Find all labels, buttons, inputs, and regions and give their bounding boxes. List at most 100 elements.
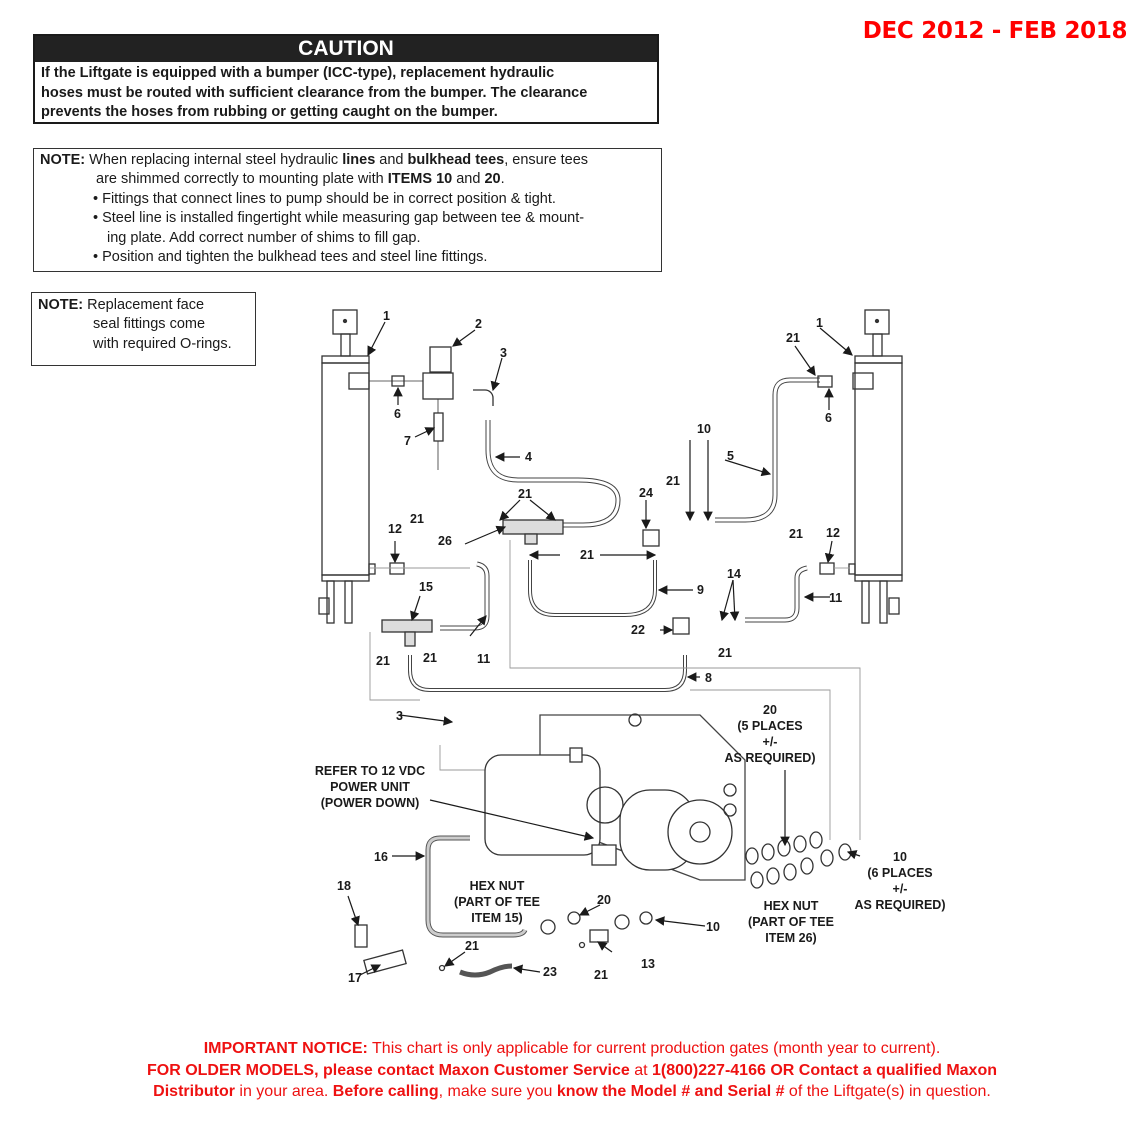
notice-text: at xyxy=(629,1061,652,1079)
callout-14: 14 xyxy=(727,567,741,581)
notice-bold: Distributor xyxy=(153,1083,235,1100)
elbow-24 xyxy=(642,529,660,547)
notice-line: IMPORTANT NOTICE: This chart is only app… xyxy=(60,1038,1084,1060)
power-unit-label: (POWER DOWN) xyxy=(321,796,420,810)
hex-nut-26-label: ITEM 26) xyxy=(765,931,816,945)
notice-text: of the Liftgate(s) in question. xyxy=(784,1083,991,1100)
callout-13: 13 xyxy=(641,957,655,971)
oring-note-box: NOTE: Replacement face seal fittings com… xyxy=(31,292,256,366)
callout-21: 21 xyxy=(580,548,594,562)
callout-16: 16 xyxy=(374,850,388,864)
notice-bold: IMPORTANT NOTICE: xyxy=(203,1040,368,1057)
oring-21 xyxy=(438,964,446,972)
hose-23 xyxy=(459,963,513,978)
hex-nut-26 xyxy=(614,914,630,930)
oring-21 xyxy=(578,941,586,949)
callout-1-right: 1 xyxy=(816,316,823,330)
tee-15 xyxy=(381,619,433,633)
callout-6-right: 6 xyxy=(825,411,832,425)
shims-20-label: 20 xyxy=(763,703,777,717)
elbow-22 xyxy=(672,617,690,635)
notice-line: Distributor in your area. Before calling… xyxy=(60,1081,1084,1103)
callout-5: 5 xyxy=(727,449,734,463)
callout-26: 26 xyxy=(438,534,452,548)
notice-bold: Before calling xyxy=(332,1083,439,1100)
shims-20-label: AS REQUIRED) xyxy=(725,751,816,765)
fitting-12-right xyxy=(819,562,835,575)
date-range-title: DEC 2012 - FEB 2018 xyxy=(862,18,1128,44)
note-text: . xyxy=(500,171,505,188)
callout-7: 7 xyxy=(404,434,411,448)
hose-5-inner xyxy=(715,378,820,522)
important-notice: IMPORTANT NOTICE: This chart is only app… xyxy=(60,1038,1084,1103)
solenoid-valve xyxy=(369,346,454,470)
shims-10-label: AS REQUIRED) xyxy=(855,898,946,912)
shims-10-label: 10 xyxy=(893,850,907,864)
callout-3: 3 xyxy=(500,346,507,360)
hex-nut-26-label: HEX NUT xyxy=(764,899,819,913)
callout-17: 17 xyxy=(348,971,362,985)
caution-line: prevents the hoses from rubbing or getti… xyxy=(41,104,498,120)
callout-2: 2 xyxy=(475,317,482,331)
note-bullet-cont: ing plate. Add correct number of shims t… xyxy=(107,229,421,246)
note-bold: ITEMS 10 xyxy=(387,171,453,188)
callout-21: 21 xyxy=(376,654,390,668)
note-bold: lines xyxy=(342,152,376,168)
hex-nut-15-label: ITEM 15) xyxy=(471,911,522,925)
shim-washers-10 xyxy=(750,843,852,889)
callout-23: 23 xyxy=(543,965,557,979)
right-cylinder xyxy=(848,309,903,624)
callout-18: 18 xyxy=(337,879,351,893)
callout-4: 4 xyxy=(525,450,532,464)
shims-20-label: (5 PLACES xyxy=(737,719,802,733)
note-bullet: • Steel line is installed fingertight wh… xyxy=(93,210,585,227)
tube-9 xyxy=(528,560,657,617)
note-bold: 20 xyxy=(484,171,501,188)
callout-21: 21 xyxy=(410,512,424,526)
callout-11-right: 11 xyxy=(829,591,842,605)
notice-phone: 1(800)227-4166 OR Contact a qualified Ma… xyxy=(652,1061,997,1079)
fitting-13 xyxy=(589,929,609,943)
callout-21: 21 xyxy=(789,527,803,541)
hex-nut-15-label: (PART OF TEE xyxy=(454,895,540,909)
note-text: and xyxy=(375,152,408,168)
tee-26 xyxy=(502,519,564,535)
shim-note-box: NOTE: When replacing internal steel hydr… xyxy=(33,148,662,272)
callout-10-top: 10 xyxy=(697,422,711,436)
callout-21: 21 xyxy=(423,651,437,665)
elbow-fitting xyxy=(473,389,494,406)
hose-4 xyxy=(485,420,621,528)
note-line: with required O-rings. xyxy=(93,335,232,352)
callout-15: 15 xyxy=(419,580,433,594)
shims-20-label: +/- xyxy=(763,735,778,749)
fitting-12-left xyxy=(389,562,405,575)
callout-20-bottom: 20 xyxy=(597,893,611,907)
shims-10-label: +/- xyxy=(893,882,908,896)
shims-10-label: (6 PLACES xyxy=(867,866,932,880)
callout-3-pump: 3 xyxy=(396,709,403,723)
note-line: NOTE: Replacement face xyxy=(38,296,249,315)
hex-nut-15-label: HEX NUT xyxy=(470,879,525,893)
tube-8 xyxy=(408,655,687,692)
note-label: NOTE: xyxy=(40,152,86,168)
hex-nut-15 xyxy=(540,919,556,935)
caution-line: If the Liftgate is equipped with a bumpe… xyxy=(41,65,555,81)
caution-title: CAUTION xyxy=(35,36,657,62)
note-bold: bulkhead tees xyxy=(407,152,505,168)
note-line: are shimmed correctly to mounting plate … xyxy=(40,170,655,189)
callout-6-left: 6 xyxy=(394,407,401,421)
note-bullet: • Position and tighten the bulkhead tees… xyxy=(93,249,488,266)
note-line: seal fittings come xyxy=(93,316,206,333)
note-text: and xyxy=(452,171,485,188)
hose-11-left xyxy=(440,561,490,631)
callout-21: 21 xyxy=(594,968,608,982)
power-unit-label: REFER TO 12 VDC xyxy=(315,764,425,778)
callout-21: 21 xyxy=(465,939,479,953)
power-unit xyxy=(484,713,746,881)
notice-text: , make sure you xyxy=(438,1083,557,1100)
notice-bold: know the Model # and Serial # xyxy=(556,1083,785,1100)
callout-11-left: 11 xyxy=(477,652,490,666)
caution-text: If the Liftgate is equipped with a bumpe… xyxy=(35,62,657,125)
elbow-18 xyxy=(354,924,368,948)
